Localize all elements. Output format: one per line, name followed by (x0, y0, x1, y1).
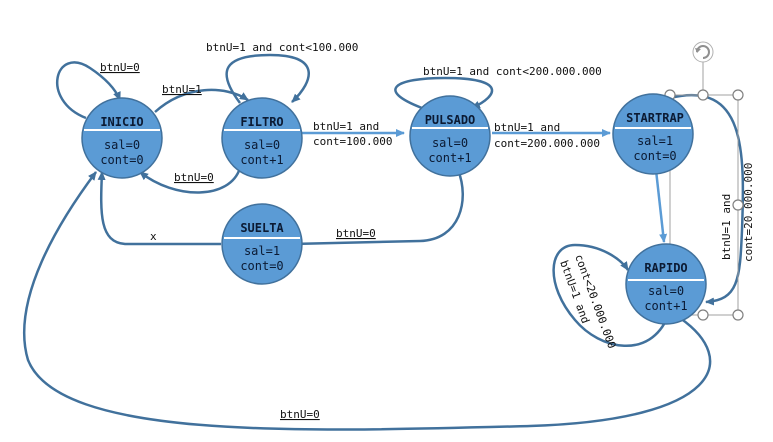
state-starttrap-out1: sal=1 (637, 134, 673, 148)
label-filtro-self: btnU=1 and cont<100.000 (206, 41, 358, 54)
edge-rapido-self (552, 243, 670, 347)
label-pulsado-self: btnU=1 and cont<200.000.000 (423, 65, 602, 78)
state-suelta-name: SUELTA (240, 221, 284, 235)
label-rapido-inicio: btnU=0 (280, 408, 320, 421)
state-rapido-name: RAPIDO (644, 261, 687, 275)
state-filtro[interactable]: FILTRO sal=0 cont+1 (221, 97, 303, 179)
state-rapido-out2: cont+1 (644, 299, 687, 313)
label-filtro-inicio: btnU=0 (174, 171, 214, 184)
state-pulsado-out1: sal=0 (432, 136, 468, 150)
edge-pulsado-self (394, 76, 494, 110)
state-suelta-out2: cont=0 (240, 259, 283, 273)
label-pulsado-starttrap-2: cont=200.000.000 (494, 137, 600, 150)
label-filtro-pulsado-2: cont=100.000 (313, 135, 392, 148)
edge-suelta-inicio (97, 171, 221, 246)
edge-filtro-inicio (139, 167, 242, 194)
rotate-handle-icon[interactable] (692, 41, 714, 63)
label-inicio-self: btnU=0 (100, 61, 140, 74)
state-inicio-out2: cont=0 (100, 153, 143, 167)
state-rapido-out1: sal=0 (648, 284, 684, 298)
label-suelta-inicio: x (150, 230, 157, 243)
state-inicio-name: INICIO (100, 115, 143, 129)
state-starttrap[interactable]: STARTRAP sal=1 cont=0 (612, 93, 694, 175)
state-pulsado[interactable]: PULSADO sal=0 cont+1 (409, 95, 491, 177)
state-suelta-out1: sal=1 (244, 244, 280, 258)
state-filtro-out2: cont+1 (240, 153, 283, 167)
state-starttrap-out2: cont=0 (633, 149, 676, 163)
state-starttrap-name: STARTRAP (626, 111, 684, 125)
state-pulsado-out2: cont+1 (428, 151, 471, 165)
state-rapido[interactable]: RAPIDO sal=0 cont+1 (625, 243, 707, 325)
edge-filtro-self (225, 53, 310, 104)
edge-starttrap-rapido (654, 169, 668, 243)
label-pulsado-starttrap-1: btnU=1 and (494, 121, 560, 134)
edge-inicio-self (56, 61, 122, 120)
state-inicio-out1: sal=0 (104, 138, 140, 152)
label-inicio-filtro: btnU=1 (162, 83, 202, 96)
edge-rapido-inicio (22, 171, 712, 431)
label-starttrap-rapido-2: cont=20.000.000 (742, 163, 755, 262)
label-starttrap-rapido-1: btnU=1 and (720, 194, 733, 260)
label-pulsado-suelta: btnU=0 (336, 227, 376, 240)
state-filtro-out1: sal=0 (244, 138, 280, 152)
state-pulsado-name: PULSADO (425, 113, 476, 127)
state-filtro-name: FILTRO (240, 115, 283, 129)
state-inicio[interactable]: INICIO sal=0 cont=0 (81, 97, 163, 179)
edge-inicio-filtro (154, 88, 249, 113)
edge-pulsado-suelta (291, 169, 464, 248)
state-suelta[interactable]: SUELTA sal=1 cont=0 (221, 203, 303, 285)
label-filtro-pulsado-1: btnU=1 and (313, 120, 379, 133)
